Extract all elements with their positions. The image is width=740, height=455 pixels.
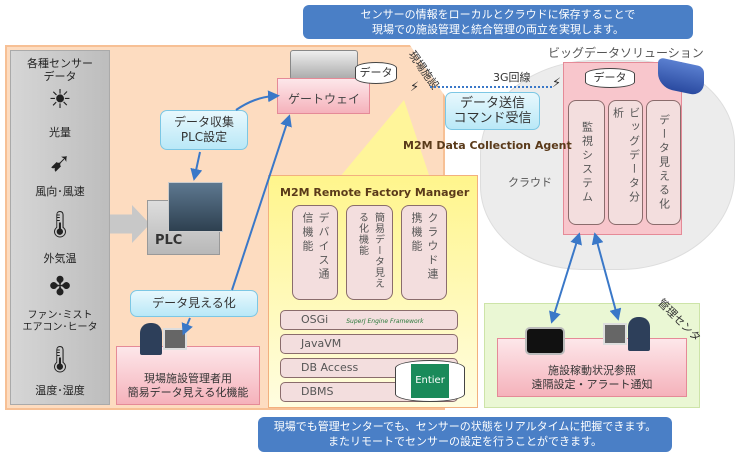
gateway-db: データ xyxy=(355,62,397,84)
top-callout: センサーの情報をローカルとクラウドに保存することで 現場での施設管理と統合管理の… xyxy=(303,5,693,39)
local-viewer-line2: 簡易データ見える化機能 xyxy=(127,386,249,399)
sun-icon: ☀ xyxy=(48,85,72,115)
mgmt-text: 施設稼動状況参照 遠隔設定・アラート通知 xyxy=(497,364,687,392)
rfm-col-visual: 簡易データ見える化機能 xyxy=(346,205,393,300)
top-callout-line1: センサーの情報をローカルとクラウドに保存することで xyxy=(360,8,636,21)
cloud-col-monitor: 監視システム xyxy=(568,100,605,225)
bubble-send-line2: コマンド受信 xyxy=(453,111,532,126)
local-viewer-line1: 現場施設管理者用 xyxy=(144,372,232,385)
sensor-label: 風向･風速 xyxy=(35,185,85,198)
sensor-label: 外気温 xyxy=(43,252,77,265)
sensor-label: ファン･ミスト エアコン･ヒータ xyxy=(22,310,98,333)
tablet-icon xyxy=(525,327,565,355)
bubble-send-line1: データ送信 xyxy=(459,96,525,111)
arrow-visual-pc xyxy=(181,317,193,336)
arrow-collect-plc xyxy=(190,151,203,181)
sensor-label: 光量 xyxy=(49,126,71,139)
arrow-cloud-pc xyxy=(591,232,622,321)
thermometer-sun-icon: 🌡 xyxy=(43,210,77,240)
local-viewer-box xyxy=(116,346,260,405)
cloud-col-analysis: ビッグデータ分析 xyxy=(608,100,643,225)
link-label: 3G回線 xyxy=(493,71,531,84)
server-icon xyxy=(290,50,358,80)
layer-osgi-label: OSGi xyxy=(301,313,329,326)
bubble-collect-line2: PLC設定 xyxy=(180,130,228,144)
mgmt-line2: 遠隔設定・アラート通知 xyxy=(531,378,653,391)
arrow-plc-gateway xyxy=(231,114,292,291)
bottom-callout-line1: 現場でも管理センターでも、センサーの状態をリアルタイムに把握できます。 xyxy=(273,420,657,433)
agent-label: M2M Data Collection Agent xyxy=(403,139,572,152)
superj-logo: SuperJ Engine Framework xyxy=(346,318,424,325)
entier-db: Entier xyxy=(395,360,465,402)
sensors-title: 各種センサー データ xyxy=(27,57,93,83)
arrow-collect-gateway xyxy=(235,90,280,111)
signal-icon: ⚡ xyxy=(552,76,562,91)
fan-icon: ✤ xyxy=(49,272,71,302)
cloud-col-visual: データ見える化 xyxy=(646,100,681,225)
person-at-pc-icon xyxy=(628,317,650,351)
arrow-cloud-tablet xyxy=(549,232,582,324)
plc-label: PLC xyxy=(155,233,183,248)
sensor-column xyxy=(10,50,110,405)
bottom-callout: 現場でも管理センターでも、センサーの状態をリアルタイムに把握できます。 またリモ… xyxy=(258,417,672,452)
dotted-link-arrow xyxy=(430,86,552,88)
monitor-icon xyxy=(163,328,187,350)
bottom-callout-line2: またリモートでセンサーの設定を行うことができます。 xyxy=(328,435,602,448)
bubble-visual: データ見える化 xyxy=(130,290,258,317)
bubble-collect-line1: データ収集 xyxy=(173,115,234,129)
layer-osgi: OSGi SuperJ Engine Framework xyxy=(280,310,458,330)
local-viewer-text: 現場施設管理者用 簡易データ見える化機能 xyxy=(116,372,260,400)
top-callout-line2: 現場での施設管理と統合管理の両立を実現します。 xyxy=(372,23,624,36)
bubble-send: データ送信 コマンド受信 xyxy=(445,92,540,130)
entier-logo: Entier xyxy=(411,364,449,398)
thermometer-icon: 🌡 xyxy=(43,345,77,375)
weathervane-icon: ➹ xyxy=(49,148,71,178)
mgmt-line1: 施設稼動状況参照 xyxy=(548,364,636,377)
person-at-pc-icon xyxy=(140,323,162,355)
gateway-box xyxy=(277,78,370,114)
signal-icon: ⚡ xyxy=(410,80,420,95)
monitor-icon xyxy=(603,323,627,345)
layer-javavm: JavaVM xyxy=(280,334,458,354)
plc-device-icon xyxy=(168,182,223,232)
cloud-data-db: データ xyxy=(585,68,635,88)
cloud-label: クラウド xyxy=(508,176,552,189)
rfm-col-cloud: クラウド連携機能 xyxy=(401,205,447,300)
rfm-col-device: デバイス通信機能 xyxy=(292,205,338,300)
sensor-label: 温度･湿度 xyxy=(35,384,85,397)
bubble-collect: データ収集 PLC設定 xyxy=(160,110,248,150)
rfm-title: M2M Remote Factory Manager xyxy=(280,186,470,199)
solution-title: ビッグデータソリューション xyxy=(548,46,704,60)
gateway-label: ゲートウェイ xyxy=(288,92,361,106)
